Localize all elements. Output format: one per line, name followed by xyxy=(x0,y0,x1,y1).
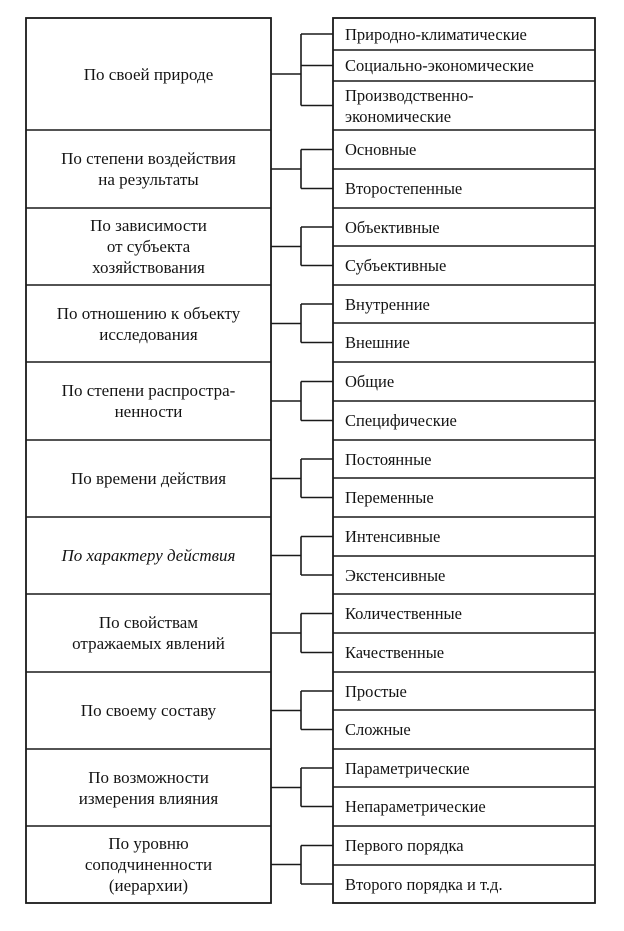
subcategory-label: Постоянные xyxy=(345,449,432,469)
category-label: По отношению к объекту исследования xyxy=(56,303,241,344)
subcategory-label: Субъективные xyxy=(345,256,447,275)
subcategory-label: Внешние xyxy=(345,333,410,352)
right-column-border xyxy=(332,17,596,904)
subcategory-label: Непараметрические xyxy=(345,797,486,816)
category-label: По зависимости от субъекта хозяйствовани… xyxy=(90,216,207,277)
category-label: По свойствам отражаемых явлений xyxy=(72,613,225,653)
category-label: По своей природе xyxy=(83,64,214,84)
subcategory-label: Производственно- экономические xyxy=(345,85,474,126)
subcategory-label: Качественные xyxy=(345,643,445,662)
subcategory-label: Переменные xyxy=(345,488,434,507)
category-label: По времени действия xyxy=(70,469,227,488)
subcategory-label: Общие xyxy=(345,372,395,391)
subcategory-label: Социально-экономические xyxy=(345,56,534,75)
subcategory-label: Объективные xyxy=(345,217,440,237)
subcategory-label: Экстенсивные xyxy=(345,565,446,585)
left-column-border xyxy=(25,17,272,904)
category-label: По степени распростра- ненности xyxy=(61,381,236,421)
subcategory-label: Второстепенные xyxy=(345,179,463,198)
category-label: По уровню соподчиненности (иерархии) xyxy=(84,834,213,895)
subcategory-label: Второго порядка и т.д. xyxy=(345,874,503,894)
category-label: По степени воздействия на результаты xyxy=(61,149,236,189)
category-label: По своему составу xyxy=(80,701,217,720)
subcategory-label: Природно-климатические xyxy=(345,24,527,44)
category-label: По возможности измерения влияния xyxy=(78,767,219,808)
subcategory-label: Простые xyxy=(345,681,407,701)
category-label: По характеру действия xyxy=(61,546,236,565)
subcategory-label: Интенсивные xyxy=(345,527,441,546)
subcategory-label: Количественные xyxy=(345,604,462,623)
subcategory-label: Первого порядка xyxy=(345,836,464,855)
subcategory-label: Основные xyxy=(345,140,417,159)
subcategory-label: Сложные xyxy=(345,720,411,739)
subcategory-label: Специфические xyxy=(345,411,457,430)
subcategory-label: Внутренние xyxy=(345,294,430,314)
subcategory-label: Параметрические xyxy=(345,758,470,778)
